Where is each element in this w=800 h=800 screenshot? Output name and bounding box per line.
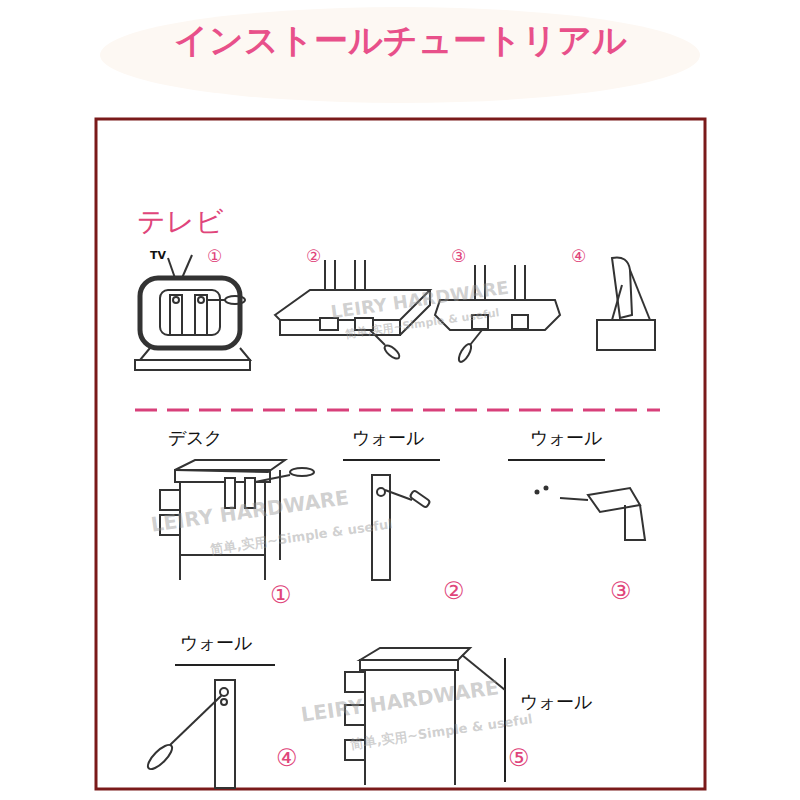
tv-figures: [135, 255, 655, 370]
callout-number: ④: [571, 247, 586, 266]
callout-number: ①: [207, 247, 222, 266]
callout-number: ②: [443, 578, 465, 604]
callout-number: ②: [306, 247, 321, 266]
wall-label: ウォール: [352, 428, 424, 448]
callout-number: ③: [610, 578, 632, 604]
tv-label: TV: [150, 250, 166, 262]
frame: [96, 119, 705, 789]
wall-label: ウォール: [520, 692, 592, 712]
title: インストールチュートリアル: [174, 22, 627, 59]
divider: [135, 409, 660, 412]
desk-wall-figures: [144, 460, 645, 788]
section-heading: テレビ: [137, 207, 224, 238]
callout-number: ④: [276, 745, 298, 771]
callout-number: ①: [270, 582, 292, 608]
wall-label: ウォール: [180, 633, 252, 653]
watermark: LEIRY HARDWARE: [299, 676, 500, 726]
wall-label: ウォール: [530, 428, 602, 448]
section-heading: デスク: [168, 428, 222, 448]
callout-number: ③: [451, 247, 466, 266]
callout-number: ⑤: [508, 745, 530, 771]
title-ground: [100, 7, 700, 103]
